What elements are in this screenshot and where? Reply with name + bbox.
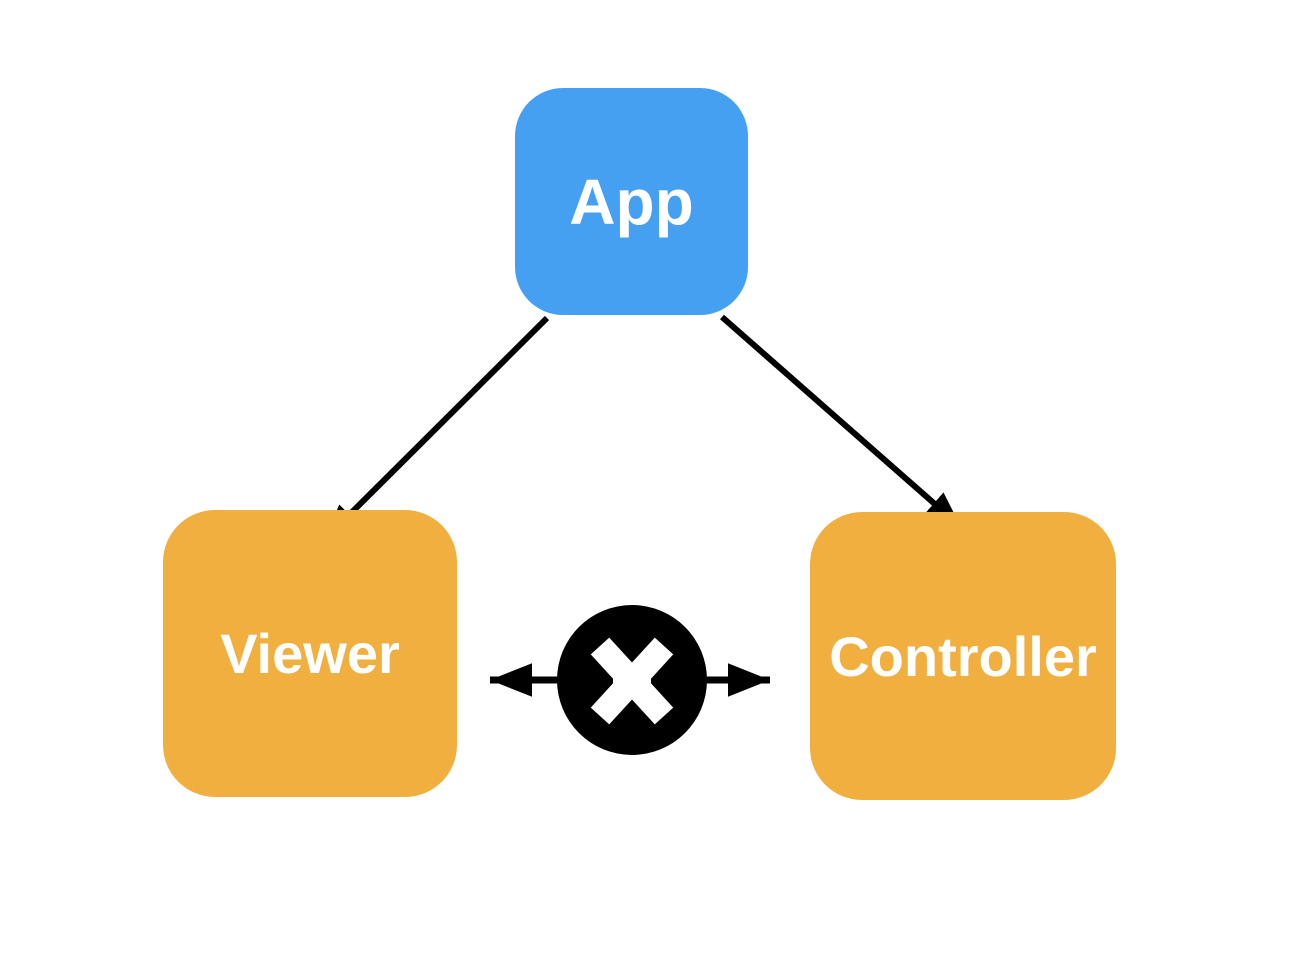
node-app-label: App bbox=[569, 165, 694, 238]
node-app: App bbox=[515, 88, 748, 315]
node-controller: Controller bbox=[810, 512, 1116, 800]
node-viewer-label: Viewer bbox=[220, 622, 400, 685]
edge-app-to-controller bbox=[720, 314, 963, 530]
no-communication-icon bbox=[557, 605, 707, 755]
edge-app-to-viewer bbox=[321, 315, 550, 543]
node-controller-label: Controller bbox=[829, 624, 1097, 688]
node-viewer: Viewer bbox=[163, 510, 457, 797]
